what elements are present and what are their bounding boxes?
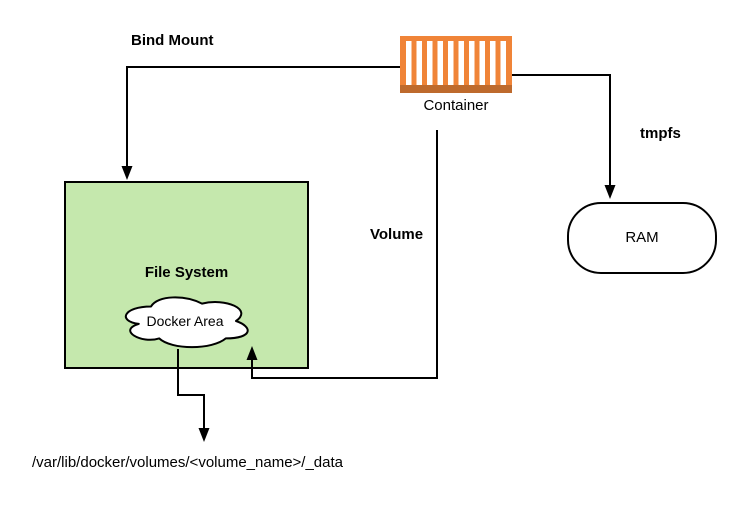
bind-mount-label: Bind Mount — [131, 32, 214, 49]
volume-path-line — [177, 349, 205, 429]
container-label: Container — [423, 97, 489, 114]
ram-shape — [567, 202, 717, 274]
bind-mount-line — [126, 66, 400, 167]
bind-mount-arrowhead — [121, 166, 133, 180]
volume-line — [251, 130, 438, 379]
container-stripes — [406, 41, 506, 85]
ram-label: RAM — [625, 229, 659, 246]
volume-path-arrowhead — [198, 428, 210, 442]
file-system-label: File System — [144, 264, 229, 281]
arrowheads — [121, 166, 616, 442]
tmpfs-arrowhead — [604, 185, 616, 199]
tmpfs-label: tmpfs — [640, 125, 681, 142]
container-icon — [400, 36, 512, 93]
container-base — [400, 85, 512, 93]
volume-arrowhead — [246, 346, 258, 360]
docker-area-cloud — [124, 296, 249, 348]
docker-area-label: Docker Area — [146, 313, 224, 329]
tmpfs-line — [512, 74, 611, 186]
connectors — [126, 66, 611, 429]
volume-path-label: /var/lib/docker/volumes/<volume_name>/_d… — [32, 454, 344, 471]
volume-label: Volume — [370, 226, 424, 243]
